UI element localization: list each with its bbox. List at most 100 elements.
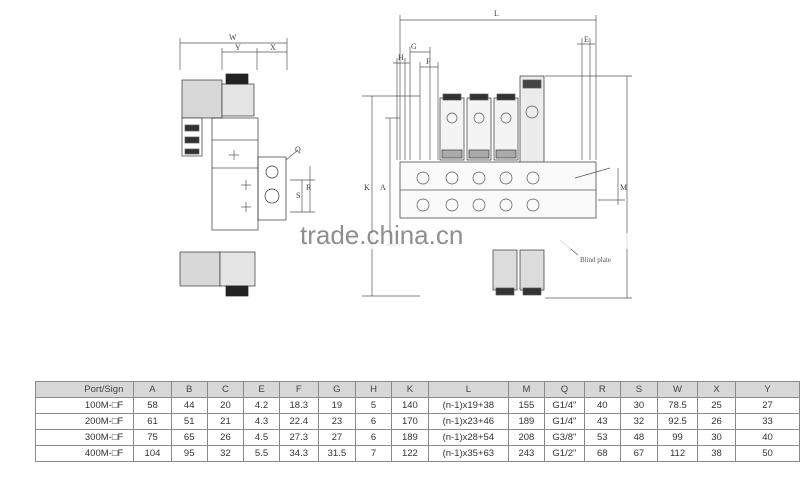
dim-x-label: X	[270, 43, 276, 52]
dim-y-label: Y	[235, 43, 241, 52]
dim-e-label: E	[584, 35, 589, 44]
table-cell: 68	[583, 445, 621, 462]
column-header: F	[278, 381, 319, 398]
table-cell: 208	[507, 429, 546, 446]
dim-q-label: Q	[295, 145, 301, 154]
column-header: K	[390, 381, 430, 398]
table-cell: (n-1)x23+46	[428, 413, 509, 430]
table-cell: 38	[697, 445, 736, 462]
column-header: H	[355, 381, 392, 398]
table-cell: 6	[355, 413, 392, 430]
table-cell: G3/8"	[544, 429, 585, 446]
column-header: C	[206, 381, 245, 398]
column-header: R	[583, 381, 621, 398]
dim-s-label: S	[296, 191, 300, 200]
table-cell: 6	[355, 429, 392, 446]
column-header: L	[428, 381, 509, 398]
table-cell: 112	[656, 445, 699, 462]
table-cell: 155	[507, 397, 546, 414]
table-cell: 4.5	[243, 429, 280, 446]
table-cell: 27	[317, 429, 357, 446]
column-header: B	[170, 381, 208, 398]
table-cell: 170	[390, 413, 430, 430]
table-cell: 53	[583, 429, 621, 446]
column-header: X	[697, 381, 736, 398]
table-cell: 4.2	[243, 397, 280, 414]
table-cell: 100M-□F	[34, 397, 135, 414]
table-cell: 22.4	[278, 413, 319, 430]
dim-g-label: G	[411, 42, 417, 51]
table-cell: G1/4"	[544, 397, 585, 414]
table-cell: 43	[583, 413, 621, 430]
column-header: M	[507, 381, 546, 398]
table-cell: 122	[390, 445, 430, 462]
dim-l-label: L	[494, 9, 499, 18]
blind-plate-label: Blind plate	[580, 256, 611, 264]
table-cell: 30	[697, 429, 736, 446]
table-cell: (n-1)x19+38	[428, 397, 509, 414]
table-cell: 4.3	[243, 413, 280, 430]
front-view	[362, 15, 632, 299]
table-cell: 61	[133, 413, 172, 430]
table-cell: 48	[619, 429, 658, 446]
table-cell: 189	[390, 429, 430, 446]
table-cell: 27	[734, 397, 800, 414]
column-header: W	[656, 381, 699, 398]
table-cell: 5	[355, 397, 392, 414]
table-cell: 75	[133, 429, 172, 446]
side-view	[179, 38, 315, 297]
dim-w-label: W	[229, 33, 237, 42]
table-cell: (n-1)x28+54	[428, 429, 509, 446]
column-header: E	[243, 381, 280, 398]
table-cell: 18.3	[278, 397, 319, 414]
table-cell: 95	[170, 445, 208, 462]
table-cell: 189	[507, 413, 546, 430]
table-cell: (n-1)x35+63	[428, 445, 509, 462]
column-header: Port/Sign	[34, 381, 135, 398]
dim-f-label: F	[426, 57, 431, 66]
table-cell: 7	[355, 445, 392, 462]
table-cell: 26	[697, 413, 736, 430]
table-cell: 67	[619, 445, 658, 462]
table-cell: 51	[170, 413, 208, 430]
table-cell: 25	[697, 397, 736, 414]
table-cell: 92.5	[656, 413, 699, 430]
dim-k-label: K	[364, 183, 370, 192]
table-cell: 31.5	[317, 445, 357, 462]
table-cell: 40	[583, 397, 621, 414]
dim-a-label: A	[380, 183, 386, 192]
table-cell: 32	[206, 445, 245, 462]
table-cell: 30	[619, 397, 658, 414]
table-cell: 50	[734, 445, 800, 462]
table-cell: 32	[619, 413, 658, 430]
table-cell: 19	[317, 397, 357, 414]
table-cell: 140	[390, 397, 430, 414]
table-cell: 200M-□F	[34, 413, 135, 430]
technical-drawing: W Y X Q S R L G H F E A K M Blind plate …	[179, 9, 632, 299]
table-cell: 99	[656, 429, 699, 446]
table-cell: 104	[133, 445, 172, 462]
table-cell: 78.5	[656, 397, 699, 414]
table-cell: 27.3	[278, 429, 319, 446]
table-cell: 23	[317, 413, 357, 430]
column-header: Y	[734, 381, 800, 398]
column-header: S	[619, 381, 658, 398]
table-cell: 5.5	[243, 445, 280, 462]
table-cell: G1/4"	[544, 413, 585, 430]
watermark: trade.china.cn	[300, 220, 463, 250]
table-cell: G1/2"	[544, 445, 585, 462]
table-cell: 34.3	[278, 445, 319, 462]
table-cell: 65	[170, 429, 208, 446]
table-cell: 44	[170, 397, 208, 414]
table-cell: 20	[206, 397, 245, 414]
table-cell: 26	[206, 429, 245, 446]
table-cell: 58	[133, 397, 172, 414]
table-cell: 40	[734, 429, 800, 446]
